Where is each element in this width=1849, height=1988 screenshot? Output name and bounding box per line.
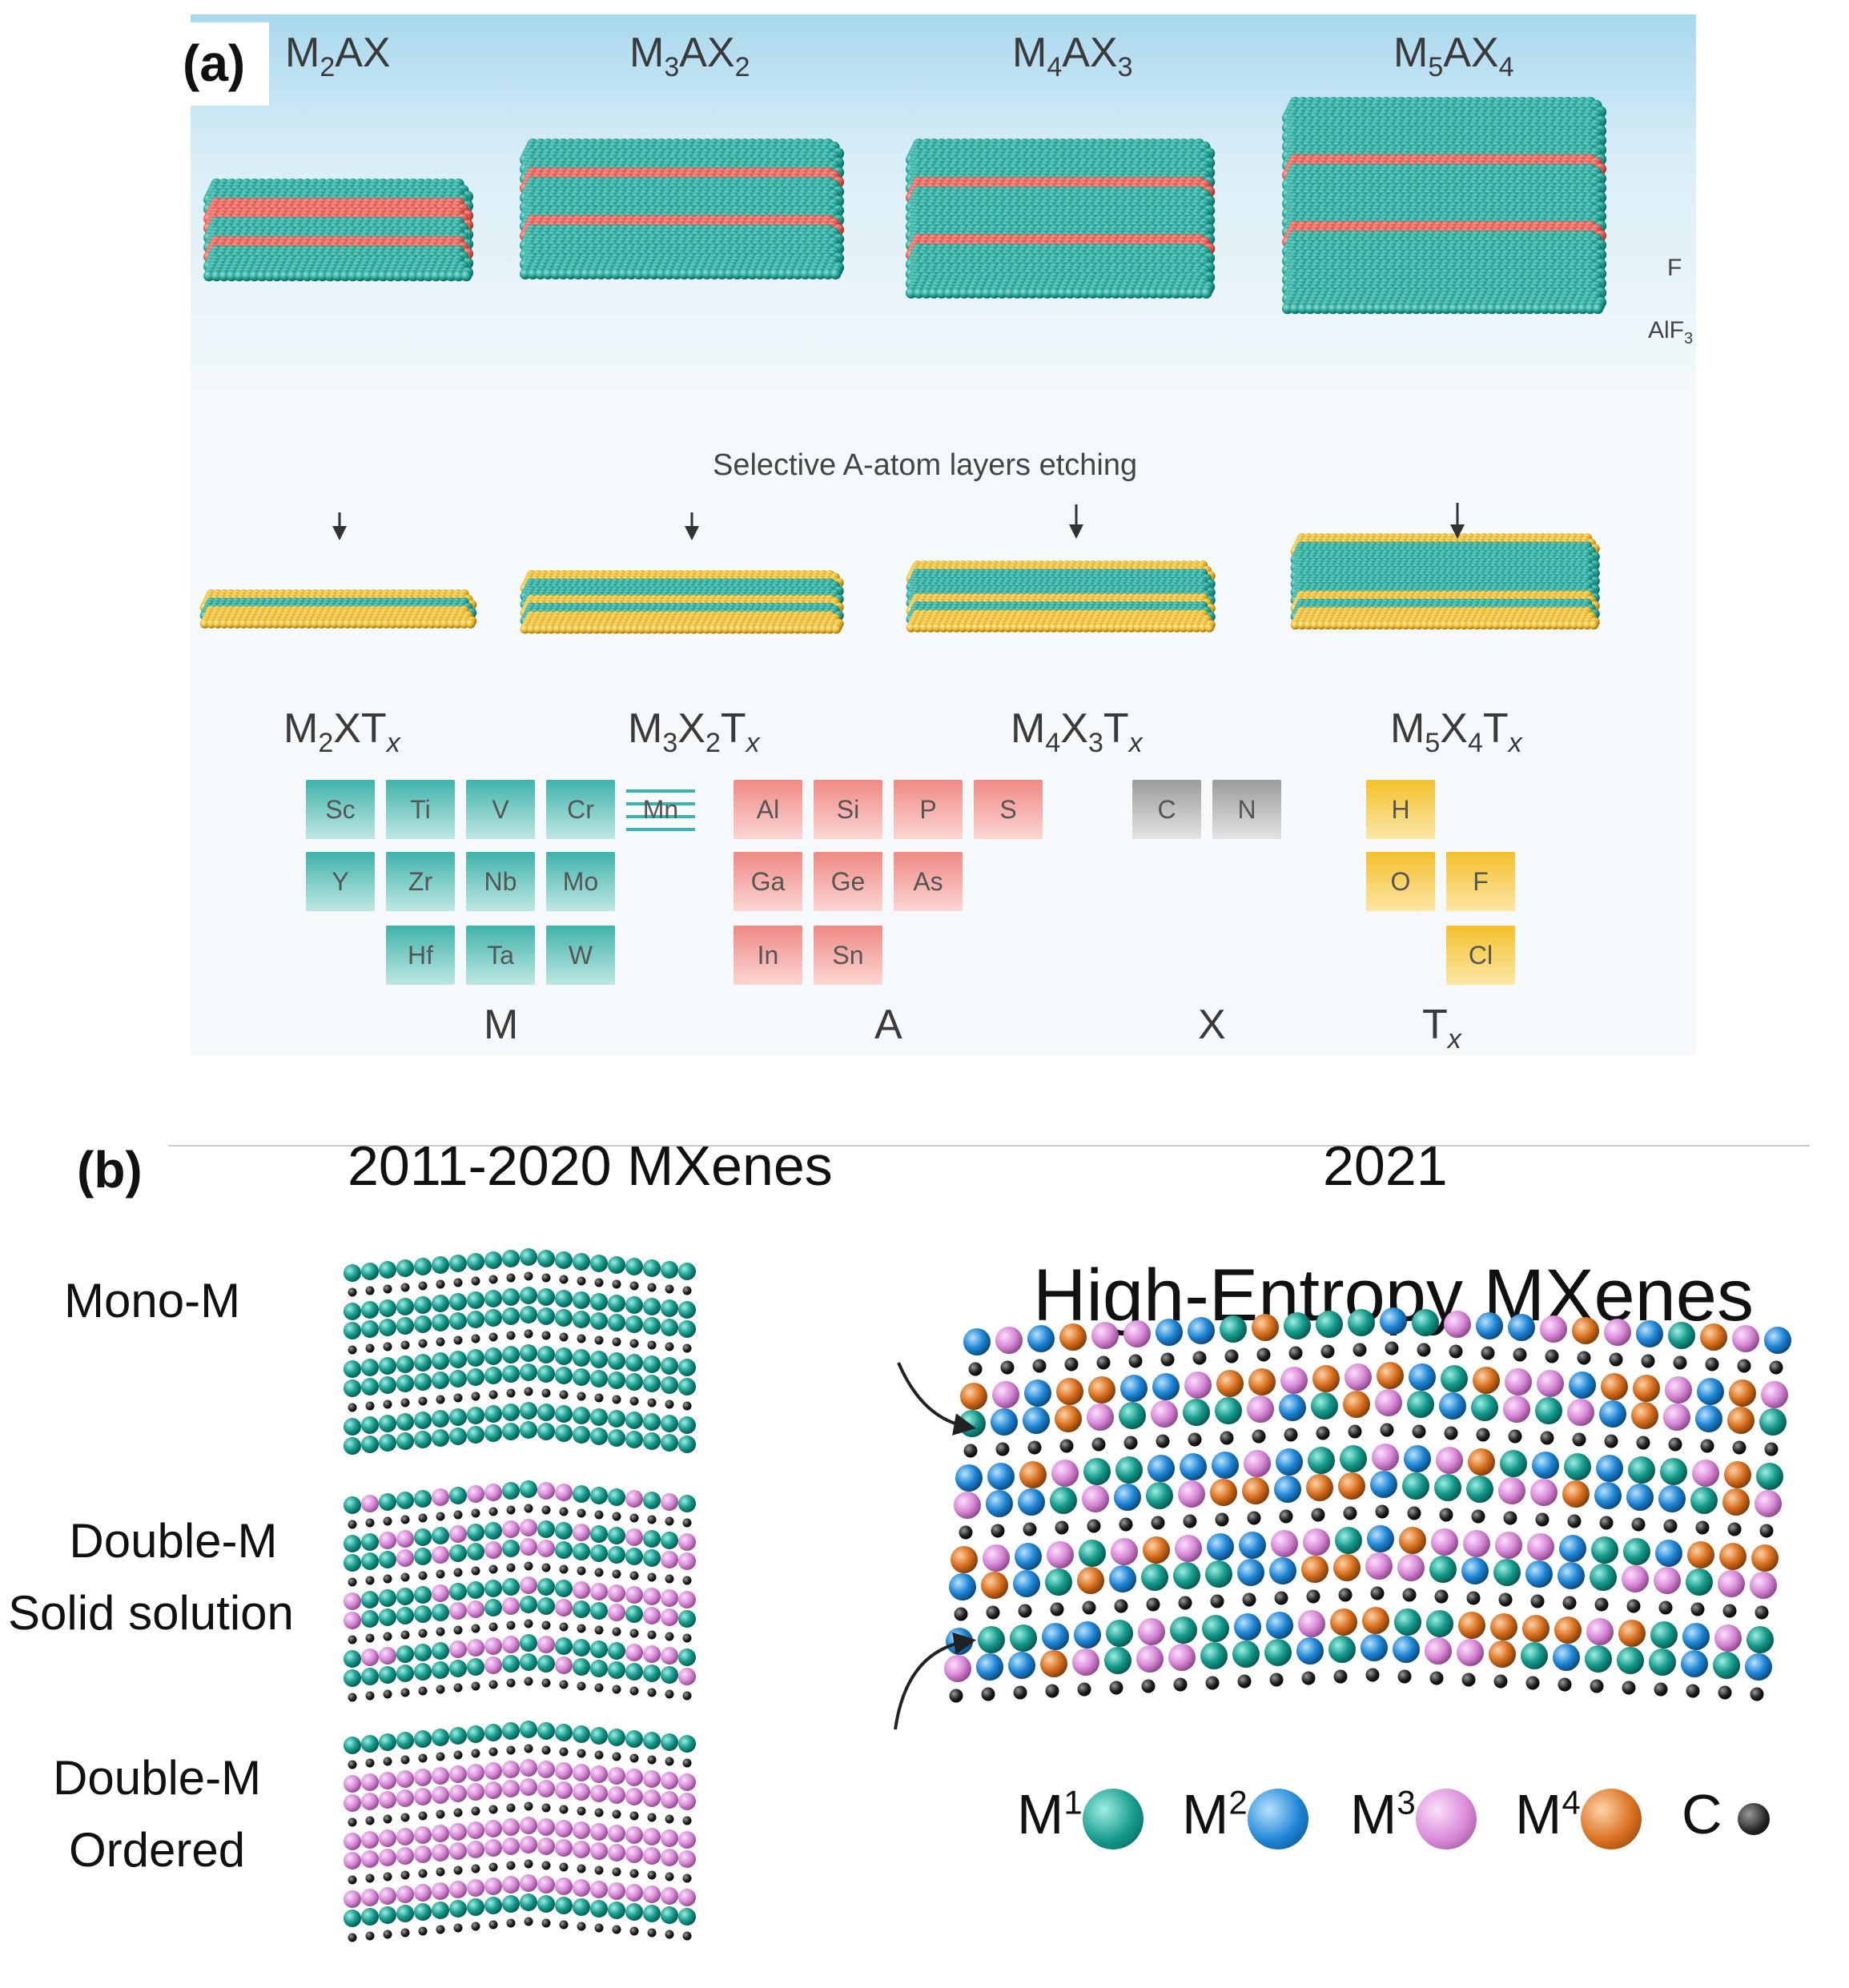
element-tile-si: Si: [814, 780, 882, 839]
element-tile-p: P: [894, 780, 963, 839]
label-mono-m: Mono-M: [64, 1265, 240, 1337]
panel-b-illustration: [344, 1248, 1791, 1942]
etch-label: Selective A-atom layers etching: [713, 448, 1137, 483]
element-tile-sc: Sc: [306, 780, 375, 839]
header-m3ax2: M3AX2: [629, 29, 750, 83]
group-label-x: X: [1198, 1001, 1226, 1049]
element-tile-h: H: [1366, 780, 1435, 839]
crystal-m2xtx: [199, 589, 477, 629]
legend-m3-ball: [1415, 1788, 1477, 1849]
crystal-double-m-ss: [344, 1480, 696, 1702]
legend-m2: M2: [1182, 1782, 1308, 1849]
crystal-m3x2tx: [520, 570, 844, 634]
legend-m4: M4: [1515, 1782, 1642, 1849]
element-tile-ta: Ta: [466, 926, 535, 985]
label-alf3: AlF3: [1648, 317, 1693, 348]
right-year: 2021: [1323, 1134, 1448, 1198]
crystal-mono-m: [344, 1248, 696, 1455]
element-tile-n: N: [1212, 780, 1281, 839]
element-tile-cr: Cr: [546, 780, 615, 839]
element-tile-mo: Mo: [546, 852, 615, 911]
element-tile-mn: Mn: [626, 780, 695, 839]
element-tile-s: S: [974, 780, 1043, 839]
panel-a-illustration: [199, 97, 1607, 634]
label-f: F: [1667, 255, 1682, 282]
legend-m4-ball: [1580, 1788, 1642, 1849]
legend-m2-ball: [1247, 1788, 1308, 1849]
panel-a-letter: (a): [183, 22, 270, 106]
element-tile-hf: Hf: [386, 926, 455, 985]
element-tile-ge: Ge: [814, 852, 882, 911]
crystal-m3ax2: [519, 139, 845, 279]
element-tile-sn: Sn: [814, 926, 882, 985]
crystal-m4x3tx: [906, 560, 1216, 633]
element-tile-w: W: [546, 926, 615, 985]
arrow-mono-to-he: [897, 1362, 977, 1436]
legend-m3: M3: [1350, 1782, 1477, 1849]
element-tile-v: V: [466, 780, 535, 839]
group-label-m: M: [484, 1001, 518, 1049]
element-tile-c: C: [1132, 780, 1201, 839]
crystal-m4ax3: [905, 139, 1216, 299]
element-tile-in: In: [734, 926, 802, 985]
legend-c-ball: [1738, 1802, 1771, 1835]
group-label-tx: Tx: [1422, 1001, 1461, 1055]
crystal-m5x4tx: [1290, 533, 1600, 630]
element-tile-y: Y: [306, 852, 375, 911]
legend-m1: M1: [1017, 1782, 1144, 1849]
product-m2xtx: M2XTx: [283, 705, 400, 759]
element-tile-zr: Zr: [386, 852, 455, 911]
product-m4x3tx: M4X3Tx: [1011, 705, 1143, 759]
arrow-ordered-to-he: [894, 1632, 977, 1730]
crystal-double-m-ordered: [344, 1721, 696, 1942]
element-tile-ga: Ga: [734, 852, 802, 911]
element-tile-ti: Ti: [386, 780, 455, 839]
product-m5x4tx: M5X4Tx: [1390, 705, 1522, 759]
product-m3x2tx: M3X2Tx: [628, 705, 760, 759]
left-heading: 2011-2020 MXenes: [348, 1134, 833, 1198]
crystal-m5ax4: [1281, 97, 1607, 315]
legend-c: C: [1682, 1782, 1771, 1846]
header-m2ax: M2AX: [285, 29, 391, 83]
element-tile-o: O: [1366, 852, 1435, 911]
group-label-a: A: [874, 1001, 902, 1049]
crystal-m2ax: [203, 179, 474, 282]
legend-m1-ball: [1082, 1788, 1144, 1849]
header-m4ax3: M4AX3: [1012, 29, 1133, 83]
panel-divider: [168, 1145, 1810, 1147]
element-tile-al: Al: [734, 780, 802, 839]
element-tile-nb: Nb: [466, 852, 535, 911]
panel-b-letter: (b): [77, 1140, 143, 1199]
header-m5ax4: M5AX4: [1393, 29, 1514, 83]
crystal-high-entropy: [944, 1307, 1791, 1703]
element-tile-as: As: [894, 852, 963, 911]
element-tile-f: F: [1446, 852, 1515, 911]
element-tile-cl: Cl: [1446, 926, 1515, 985]
